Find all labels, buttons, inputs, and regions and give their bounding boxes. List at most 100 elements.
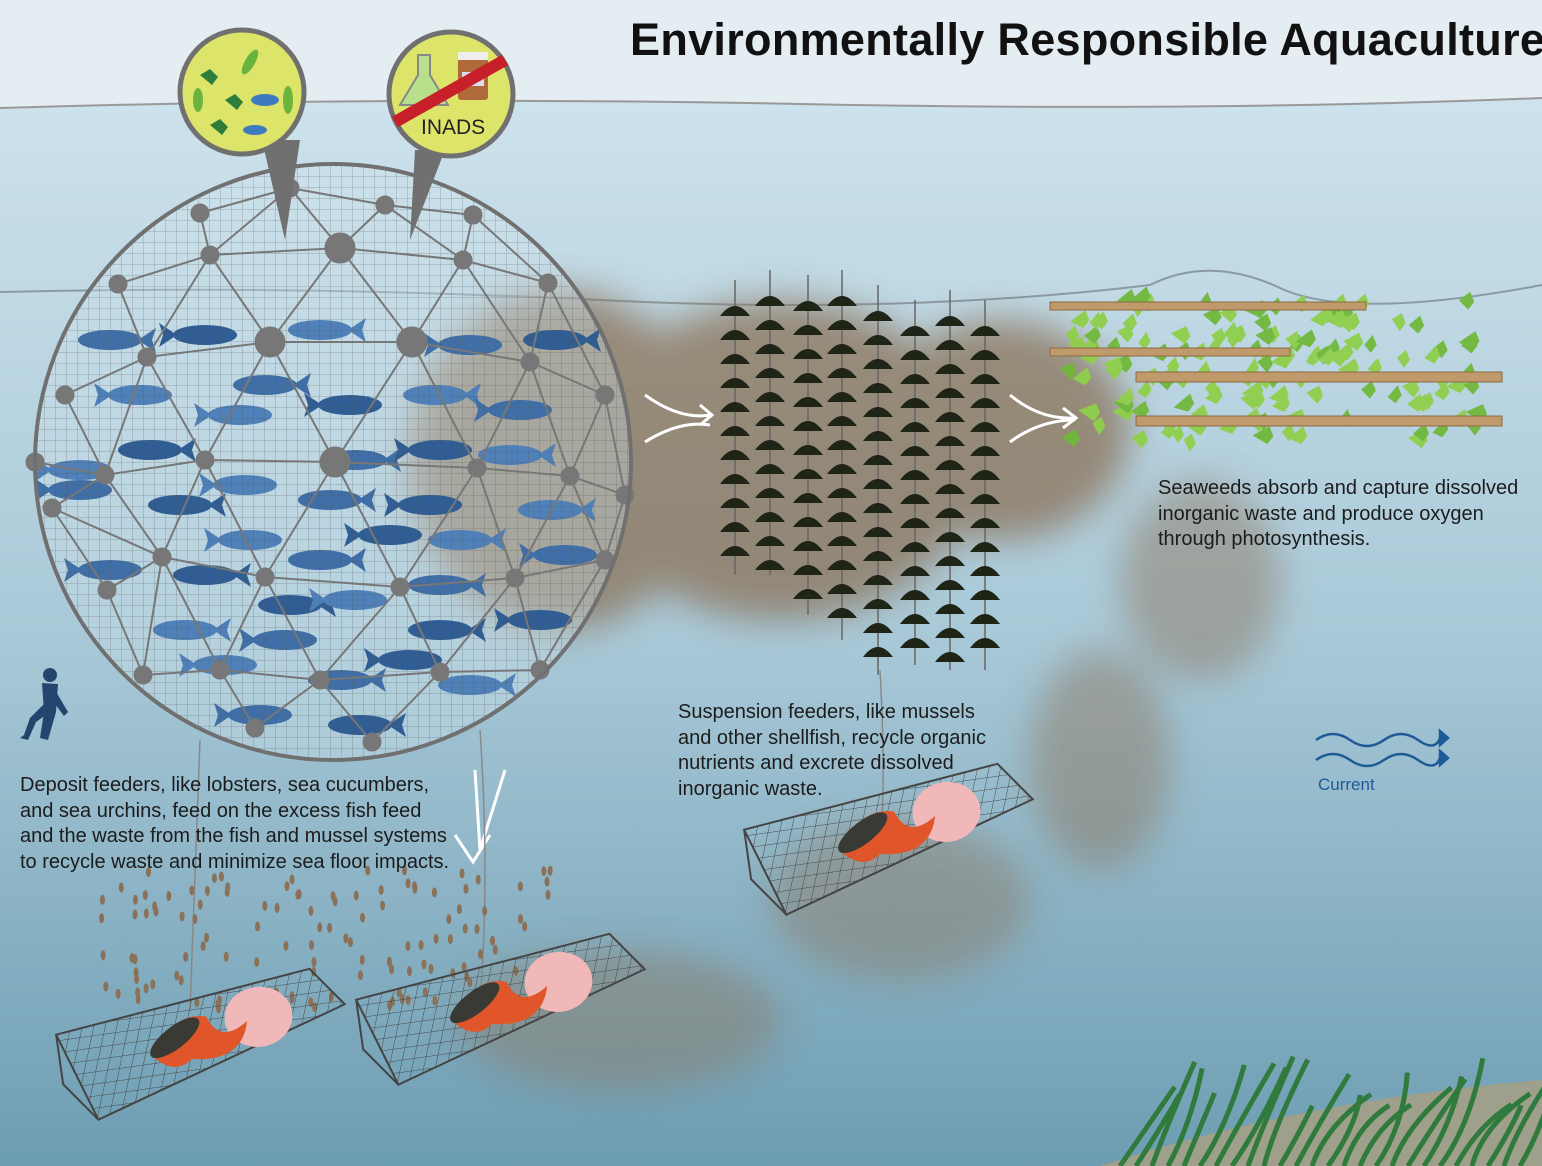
frame-strut — [209, 247, 341, 256]
mussel-icon — [793, 421, 823, 431]
frame-strut — [547, 282, 606, 396]
seagrass-blade — [1149, 1060, 1198, 1166]
suspension-feeders-description: Suspension feeders, like mussels and oth… — [678, 701, 986, 800]
mussel-icon — [720, 306, 750, 316]
waste-particle — [431, 887, 437, 898]
mussel-icon — [827, 560, 857, 570]
frame-node — [310, 670, 330, 690]
waste-particle — [115, 988, 121, 999]
frame-strut — [384, 204, 474, 216]
seaweed-leaf — [1070, 310, 1090, 329]
mussel-icon — [935, 436, 965, 446]
mussel-icon — [755, 560, 785, 570]
mussel-icon — [900, 326, 930, 336]
waste-particle — [103, 981, 109, 992]
seagrass-blade — [1501, 1086, 1542, 1166]
mussel-icon — [900, 542, 930, 552]
seaweed-leaf — [1252, 426, 1274, 445]
mussel-icon — [863, 335, 893, 345]
mussel-icon — [863, 527, 893, 537]
frame-node — [200, 245, 220, 265]
frame-strut — [264, 461, 336, 578]
mussel-icon — [793, 397, 823, 407]
mussel-icon — [755, 488, 785, 498]
waste-particle — [283, 940, 289, 951]
frame-node — [254, 326, 286, 358]
waste-particle — [456, 904, 462, 915]
mussel-icon — [935, 652, 965, 662]
waste-particle — [347, 937, 353, 948]
frame-strut — [146, 341, 271, 358]
mussel-icon — [935, 316, 965, 326]
waste-particle — [492, 944, 498, 955]
seagrass-blade — [1309, 1092, 1373, 1166]
mussel-icon — [827, 296, 857, 306]
mussel-icon — [935, 364, 965, 374]
mussel-lines — [720, 270, 1000, 675]
waste-particle — [192, 914, 198, 925]
seaweed-leaf — [1433, 340, 1448, 359]
seaweed-leaf — [1183, 433, 1196, 452]
mussel-icon — [900, 398, 930, 408]
frame-strut — [319, 671, 441, 681]
seaweed-leaf — [1306, 385, 1324, 404]
frame-strut — [339, 247, 413, 343]
waste-particle — [482, 905, 488, 916]
mussel-icon — [720, 546, 750, 556]
waste-particle — [490, 935, 496, 946]
cage-edge — [355, 999, 400, 1086]
seagrass-blade — [1485, 1104, 1524, 1166]
seaweed-leaf — [1092, 416, 1106, 435]
frame-strut — [117, 254, 211, 285]
mussel-icon — [720, 498, 750, 508]
waste-particle — [421, 959, 427, 970]
seagrass-blade — [1389, 1085, 1453, 1166]
mussel-icon — [863, 575, 893, 585]
frame-strut — [529, 361, 571, 477]
frame-strut — [161, 556, 266, 578]
waste-particle — [143, 908, 149, 919]
seaweed-leaf — [1202, 307, 1222, 326]
mussel-icon — [863, 551, 893, 561]
waste-particle — [152, 901, 158, 912]
frame-node — [463, 205, 483, 225]
frame-strut — [514, 577, 541, 671]
frame-strut — [204, 341, 271, 461]
seagrass-blade — [1181, 1092, 1217, 1166]
mussel-icon — [970, 614, 1000, 624]
mussel-icon — [900, 566, 930, 576]
waste-particle — [132, 894, 138, 905]
waste-particle — [412, 881, 418, 892]
mussel-icon — [900, 350, 930, 360]
waste-particle — [143, 983, 149, 994]
seaweed-leaf — [1336, 314, 1356, 333]
mussel-icon — [970, 542, 1000, 552]
seaweed-leaf — [1173, 393, 1195, 412]
frame-strut — [439, 669, 541, 673]
mussel-icon — [935, 484, 965, 494]
seaweed-leaf — [1083, 325, 1101, 344]
frame-strut — [51, 507, 108, 591]
arrow-icon — [1009, 393, 1079, 430]
seaweed-leaf — [1170, 326, 1191, 345]
seaweed-leaf — [1122, 313, 1138, 332]
seaweed-leaf — [1061, 428, 1080, 447]
waste-particle — [406, 966, 412, 977]
frame-strut — [104, 356, 148, 476]
mussel-icon — [970, 398, 1000, 408]
seaweed-leaf — [1137, 380, 1152, 399]
lobster-cage — [354, 932, 647, 1086]
frame-node — [595, 385, 615, 405]
seaweed-leaf — [1412, 423, 1429, 442]
waste-particle — [317, 922, 323, 933]
frame-node — [97, 580, 117, 600]
seagrass-blade — [1421, 1075, 1465, 1166]
mussel-icon — [970, 446, 1000, 456]
seaweed-leaf — [1410, 393, 1430, 412]
waste-particle — [204, 932, 210, 943]
frame-strut — [161, 556, 221, 671]
frame-strut — [209, 254, 271, 343]
frame-strut — [219, 576, 266, 671]
mussel-icon — [827, 464, 857, 474]
seaweed-leaf — [1131, 430, 1149, 449]
